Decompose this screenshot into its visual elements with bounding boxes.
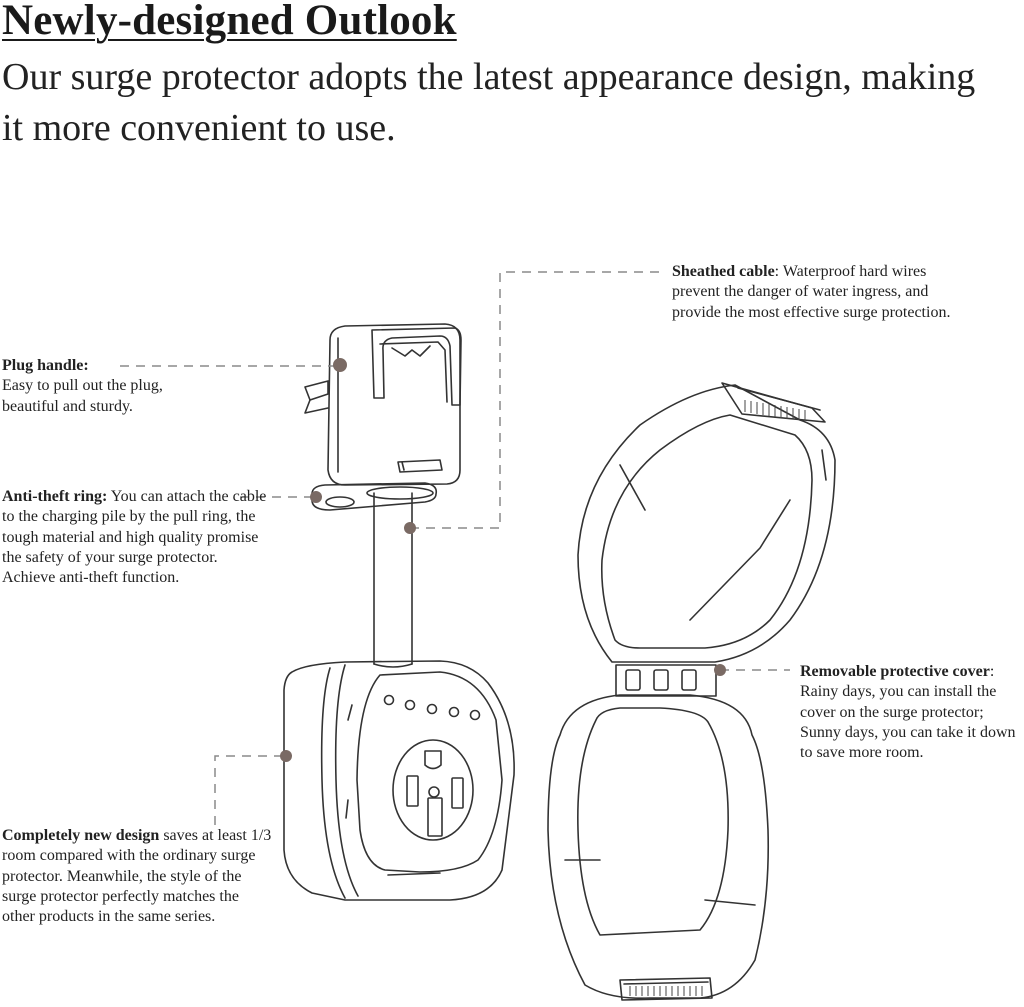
callout-anti-theft-text-first: You can attach — [107, 488, 206, 505]
callout-sheathed-cable-label: Sheathed cable — [672, 263, 775, 280]
callout-removable-cover: Removable protective cover: Rainy days, … — [800, 662, 1024, 763]
callout-sheathed-cable-text: prevent the danger of water ingress, and… — [672, 283, 951, 321]
callout-anti-theft: Anti-theft ring: You can attach the cabl… — [2, 487, 270, 588]
callout-removable-cover-text: Rainy days, you can install the cover on… — [800, 683, 1016, 762]
plug-head — [304, 323, 462, 486]
callout-anti-theft-label: Anti-theft ring: — [2, 488, 108, 505]
callout-plug-handle: Plug handle: Easy to pull out the plug, … — [2, 356, 232, 417]
callout-removable-cover-label: Removable protective cover — [800, 663, 990, 680]
callout-plug-handle-line2: beautiful and sturdy. — [2, 397, 133, 415]
dot-removable-cover — [714, 664, 726, 676]
callout-new-design-text-first: saves at — [159, 827, 214, 844]
dot-new-design — [280, 750, 292, 762]
callout-removable-cover-text-first: : — [989, 663, 995, 680]
dot-plug-handle — [333, 358, 347, 372]
callout-new-design-label: Completely new design — [2, 827, 160, 844]
outlet-body — [283, 660, 515, 901]
callout-new-design: Completely new design saves at least 1/3… — [2, 826, 272, 927]
callout-anti-theft-text: the cable to the charging pile by the pu… — [2, 488, 267, 587]
leader-new-design — [214, 755, 286, 825]
page-title: Newly-designed Outlook — [2, 0, 457, 44]
callout-plug-handle-label: Plug handle: — [2, 357, 89, 374]
cover-lower-half — [547, 664, 770, 1001]
callout-plug-handle-line1: Easy to pull out the plug, — [2, 377, 163, 395]
page-subtitle: Our surge protector adopts the latest ap… — [2, 56, 976, 149]
dot-anti-theft — [310, 491, 322, 503]
callout-new-design-text: least 1/3 room compared with the ordinar… — [2, 827, 272, 926]
callout-sheathed-cable-text-first: : Waterproof hard wires — [774, 263, 927, 280]
callout-sheathed-cable: Sheathed cable: Waterproof hard wires pr… — [672, 262, 972, 323]
dot-sheathed-cable — [404, 522, 416, 534]
cover-upper-half — [577, 382, 836, 663]
sheathed-cable — [373, 492, 413, 668]
anti-theft-ring — [311, 482, 438, 511]
